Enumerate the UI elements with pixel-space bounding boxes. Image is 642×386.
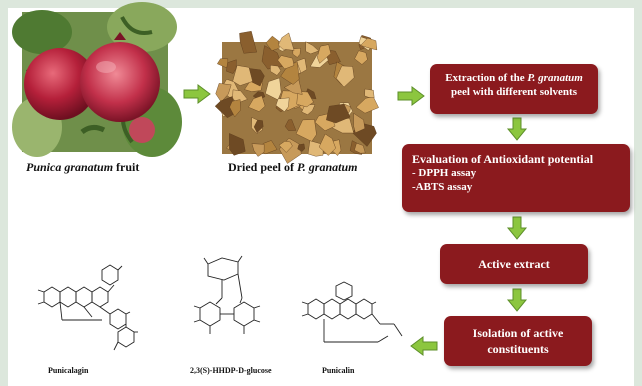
caption-peel-species: P. granatum <box>296 160 358 174</box>
peel-chip <box>353 112 366 134</box>
peel-chip <box>364 88 375 99</box>
peel-chip <box>318 133 336 156</box>
peel-chip <box>305 41 320 55</box>
caption-fruit: Punica granatum fruit <box>26 160 139 175</box>
peel-chip <box>336 65 355 88</box>
peel-chip <box>354 142 366 154</box>
peel-chip <box>295 119 317 142</box>
peel-chip <box>253 119 264 134</box>
peel-chip <box>239 30 257 54</box>
peel-chip <box>283 78 303 95</box>
peel-chip <box>360 37 378 51</box>
arrow-evaluation-to-extract <box>506 216 528 240</box>
peel-chip <box>229 133 246 156</box>
peel-chip <box>251 143 265 157</box>
peel-chip <box>278 140 293 153</box>
peel-chip <box>296 91 314 108</box>
active-extract-box: Active extract <box>440 244 588 284</box>
arrow-fruit-to-peel <box>183 84 211 104</box>
isolation-box: Isolation of active constituents <box>444 316 592 366</box>
peel-chip <box>355 96 379 114</box>
label-punicalin: Punicalin <box>322 366 355 375</box>
arrow-extract-to-isolation <box>506 288 528 312</box>
isolation-line1: Isolation of active <box>472 326 564 340</box>
peel-chip <box>316 44 332 64</box>
peel-chip <box>265 77 282 101</box>
punicalin-structure <box>301 281 403 343</box>
peel-chip <box>278 32 295 51</box>
peel-chip <box>354 50 368 65</box>
caption-fruit-species: Punica granatum <box>26 160 114 174</box>
peel-chip <box>226 59 237 74</box>
active-extract-label: Active extract <box>478 257 550 271</box>
peel-chip <box>275 97 290 112</box>
isolation-line2: constituents <box>487 342 549 356</box>
pomegranate-fruit-image <box>12 2 182 157</box>
label-punicalagin: Punicalagin <box>48 366 89 375</box>
peel-chip <box>297 143 306 152</box>
arrow-isolation-to-structures <box>410 336 438 356</box>
hhdp-glucose-structure <box>193 255 261 334</box>
extraction-line1: Extraction of the P. granatum <box>436 71 592 85</box>
peel-chip <box>301 104 316 115</box>
caption-fruit-suffix: fruit <box>113 160 140 174</box>
extraction-line1-text: Extraction of the <box>445 72 528 84</box>
peel-chip <box>292 47 301 58</box>
caption-peel: Dried peel of P. granatum <box>228 160 357 175</box>
peel-chip <box>277 55 295 70</box>
peel-chip <box>265 35 280 51</box>
extraction-line2: peel with different solvents <box>451 86 577 98</box>
punicalagin-structure <box>37 264 138 351</box>
peel-chip <box>270 64 282 76</box>
extraction-line1-species: P. granatum <box>527 72 583 84</box>
peel-chip <box>232 65 253 86</box>
arrow-peel-to-extraction <box>397 86 425 106</box>
peel-chip <box>248 95 266 112</box>
caption-peel-prefix: Dried peel of <box>228 160 297 174</box>
evaluation-item-dpph: - DPPH assay <box>412 167 477 179</box>
evaluation-title: Evaluation of Antioxidant potential <box>412 152 594 166</box>
extraction-box: Extraction of the P. granatum peel with … <box>430 64 598 114</box>
label-hhdp-glucose: 2,3(S)-HHDP-D-glucose <box>190 366 272 375</box>
peel-chip <box>284 119 297 131</box>
peel-chip <box>217 58 229 68</box>
arrow-extraction-to-evaluation <box>506 117 528 141</box>
evaluation-item-abts: -ABTS assay <box>412 181 473 193</box>
peel-chip <box>229 99 241 118</box>
evaluation-box: Evaluation of Antioxidant potential - DP… <box>402 144 630 212</box>
peel-chip <box>326 103 351 124</box>
dried-peel-image <box>214 30 379 164</box>
peel-chip <box>280 61 300 85</box>
